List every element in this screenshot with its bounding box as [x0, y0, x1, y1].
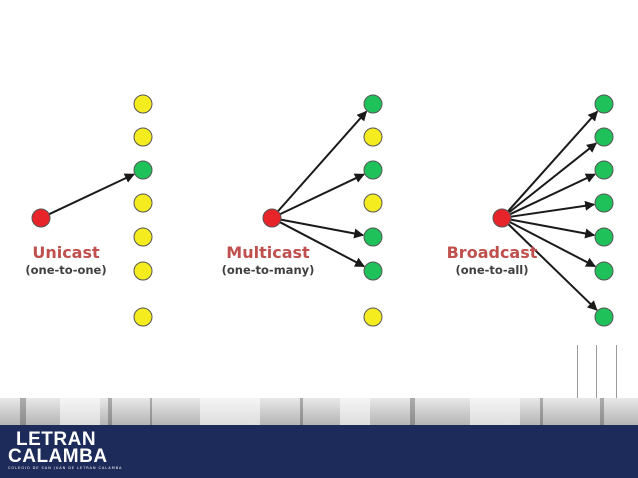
unicast-receiver-node-yellow [133, 193, 153, 213]
broadcast-arrow [507, 110, 599, 212]
broadcast-subtitle: (one-to-all) [456, 263, 529, 277]
footer-bar: LETRAN CALAMBA COLEGIO DE SAN JUAN DE LE… [0, 425, 638, 478]
multicast-receiver-node-yellow [363, 127, 383, 147]
multicast-subtitle: (one-to-many) [222, 263, 315, 277]
broadcast-arrow [510, 200, 596, 218]
letran-calamba-logo: LETRAN CALAMBA COLEGIO DE SAN JUAN DE LE… [8, 429, 123, 470]
unicast-group: Unicast (one-to-one) [25, 94, 153, 327]
broadcast-receiver-node-green [594, 193, 614, 213]
unicast-receiver-node-yellow [133, 261, 153, 281]
broadcast-receiver-node-green [594, 127, 614, 147]
multicast-receiver-node-green [363, 227, 383, 247]
broadcast-arrows [507, 110, 599, 311]
logo-line2: CALAMBA [8, 446, 108, 467]
unicast-receiver-node-yellow [133, 307, 153, 327]
unicast-sender-node [31, 208, 51, 228]
unicast-receivers [133, 94, 153, 327]
multicast-arrow [279, 173, 365, 216]
broadcast-receiver-node-green [594, 94, 614, 114]
multicast-receiver-node-yellow [363, 193, 383, 213]
broadcast-arrow [510, 218, 596, 239]
multicast-receivers [363, 94, 383, 327]
unicast-receiver-node-yellow [133, 227, 153, 247]
multicast-arrow [277, 110, 368, 212]
broadcast-group: Broadcast (one-to-all) [447, 94, 614, 327]
broadcast-sender-node [492, 208, 512, 228]
multicast-receiver-node-green [363, 261, 383, 281]
multicast-group: Multicast (one-to-many) [222, 94, 383, 327]
broadcast-receiver-node-green [594, 261, 614, 281]
broadcast-arrow [507, 223, 598, 311]
multicast-arrows [277, 110, 368, 268]
broadcast-arrow [508, 142, 597, 214]
multicast-receiver-node-green [363, 94, 383, 114]
unicast-arrow [48, 173, 135, 216]
logo-tagline: COLEGIO DE SAN JUAN DE LETRAN CALAMBA [8, 466, 123, 470]
unicast-arrows [48, 173, 135, 216]
unicast-receiver-node-yellow [133, 127, 153, 147]
multicast-sender-node [262, 208, 282, 228]
broadcast-receivers [594, 94, 614, 327]
multicast-arrow [280, 218, 365, 239]
unicast-receiver-node-yellow [133, 94, 153, 114]
broadcast-title: Broadcast [447, 243, 538, 262]
decorative-photo-strip [0, 398, 638, 425]
broadcast-receiver-node-green [594, 227, 614, 247]
multicast-arrow [279, 221, 366, 268]
multicast-receiver-node-yellow [363, 307, 383, 327]
unicast-receiver-node-green [133, 160, 153, 180]
broadcast-receiver-node-green [594, 307, 614, 327]
decorative-line [596, 345, 597, 398]
unicast-title: Unicast [32, 243, 100, 262]
broadcast-arrow [509, 221, 597, 268]
logo-line1: LETRAN [16, 429, 97, 450]
multicast-receiver-node-green [363, 160, 383, 180]
multicast-title: Multicast [226, 243, 310, 262]
broadcast-receiver-node-green [594, 160, 614, 180]
decorative-line [577, 345, 578, 398]
decorative-line [616, 345, 617, 398]
broadcast-arrow [509, 173, 596, 216]
unicast-subtitle: (one-to-one) [25, 263, 106, 277]
cast-types-diagram: Unicast (one-to-one) Multicast (one-to-m… [25, 94, 614, 327]
